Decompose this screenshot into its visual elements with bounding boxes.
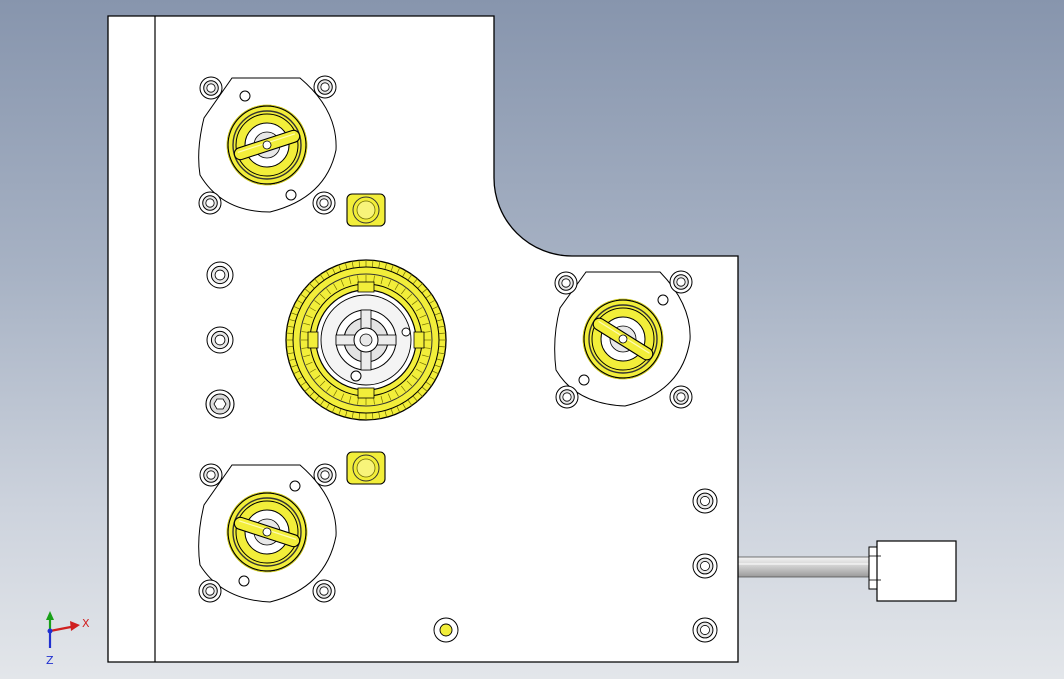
- dowel-hole: [285, 189, 297, 201]
- flange-screw: [199, 76, 223, 100]
- connector-block[interactable]: [868, 540, 957, 602]
- flange-screw: [555, 385, 579, 409]
- plate-screw: [692, 488, 718, 514]
- dowel-hole: [657, 294, 669, 306]
- clamp-handle[interactable]: [233, 129, 301, 161]
- plate-screw: [206, 326, 234, 354]
- plate-screw: [692, 553, 718, 579]
- flange-screw: [199, 463, 223, 487]
- clamp-rotor[interactable]: [226, 491, 308, 573]
- flange-screw: [313, 463, 337, 487]
- dowel-hole: [238, 575, 250, 587]
- dowel-hole: [239, 90, 251, 102]
- flange-screw: [198, 191, 222, 215]
- rotary-clamp-bottom-left[interactable]: [198, 463, 337, 603]
- plate-screw: [692, 617, 718, 643]
- clamp-handle[interactable]: [233, 516, 301, 548]
- rotary-clamp-right[interactable]: [554, 270, 693, 409]
- z-axis-label: Z: [46, 654, 54, 667]
- hex-nut: [346, 451, 386, 485]
- central-gear-assembly[interactable]: [285, 259, 447, 421]
- flange-screw: [669, 270, 693, 294]
- plate-screw: [206, 261, 234, 289]
- flange-screw: [312, 579, 336, 603]
- hex-nut: [346, 193, 386, 227]
- flange-screw: [669, 385, 693, 409]
- flange-screw: [312, 191, 336, 215]
- clamp-rotor[interactable]: [582, 298, 664, 380]
- guide-rod: [734, 556, 876, 578]
- flange-screw: [198, 579, 222, 603]
- coordinate-triad: X Z: [46, 611, 90, 667]
- x-axis-label: X: [82, 617, 90, 630]
- hex-nuts: [346, 193, 386, 485]
- dowel-hole: [578, 374, 590, 386]
- socket-head-screw: [205, 389, 235, 419]
- clamp-rotor[interactable]: [226, 104, 308, 186]
- locating-pin: [433, 617, 459, 643]
- rotary-clamp-top-left[interactable]: [198, 75, 337, 215]
- dowel-hole: [289, 480, 301, 492]
- flange-screw: [554, 271, 578, 295]
- plate-screws: [205, 261, 718, 643]
- clamp-handle[interactable]: [591, 316, 655, 362]
- flange-screw: [313, 75, 337, 99]
